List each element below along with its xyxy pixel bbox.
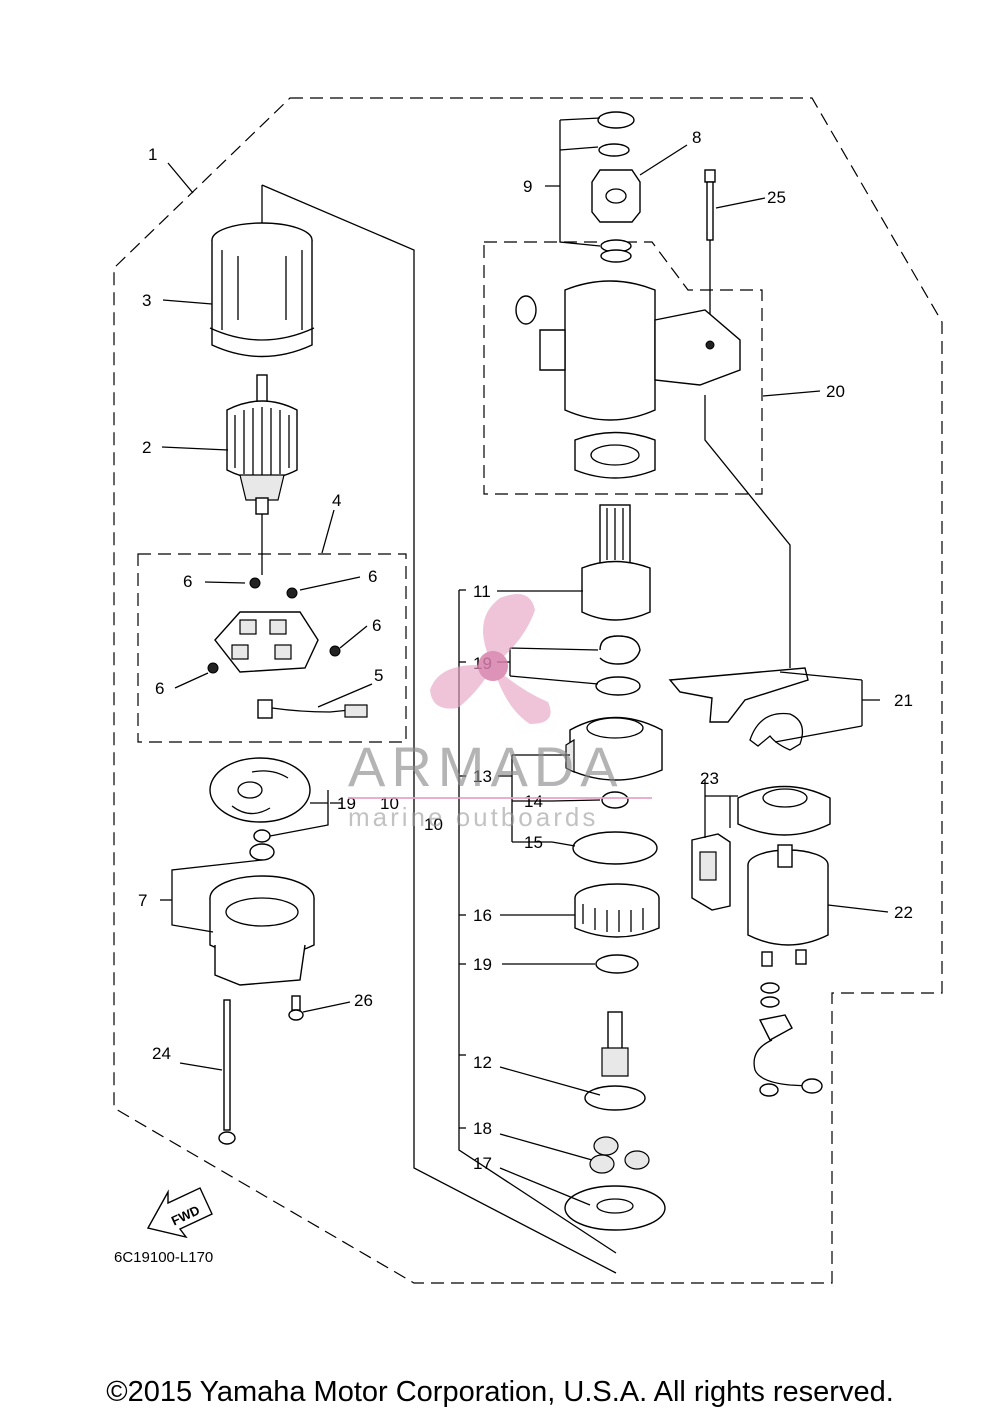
solenoid-part [747, 844, 829, 967]
callout-7: 7 [138, 891, 147, 910]
callout-21: 21 [894, 691, 913, 710]
screw-part [288, 995, 304, 1021]
callout-19: 19 [473, 955, 492, 974]
callout-14: 14 [524, 792, 543, 811]
callout-23: 23 [700, 769, 719, 788]
planet-carrier-shaft-part [584, 1011, 646, 1111]
bearing-part [601, 791, 629, 809]
watermark-brand: ARMADA [348, 735, 624, 798]
rear-cover-part [209, 875, 315, 986]
callout-13: 13 [473, 767, 492, 786]
propeller-logo [430, 594, 551, 724]
brush-holder-group-box [137, 553, 407, 743]
divider-line [458, 590, 617, 1254]
callout-6: 6 [183, 572, 192, 591]
yoke-part [209, 222, 315, 358]
copyright-notice: ©2015 Yamaha Motor Corporation, U.S.A. A… [106, 1376, 894, 1408]
shim-ring-part [572, 831, 658, 865]
pinion-part [591, 111, 641, 263]
callout-6: 6 [155, 679, 164, 698]
callout-1: 1 [148, 145, 157, 164]
brake-plate-part [209, 757, 311, 861]
callout-2: 2 [142, 438, 151, 457]
brush-lead-part [257, 699, 368, 719]
wire-lead-part [753, 982, 823, 1097]
clutch-housing-group-box [483, 241, 763, 495]
callout-15: 15 [524, 833, 543, 852]
callout-26: 26 [354, 991, 373, 1010]
armature-part [226, 374, 298, 515]
callout-12: 12 [473, 1053, 492, 1072]
shift-lever-part [668, 667, 809, 751]
callout-4: 4 [332, 491, 341, 510]
callout-9: 9 [523, 177, 532, 196]
front-housing-part [515, 280, 741, 479]
callout-5: 5 [374, 666, 383, 685]
armada-watermark: ARMADA marine outboards [348, 594, 652, 832]
internal-gear-part [565, 716, 663, 781]
callout-16: 16 [473, 906, 492, 925]
ring-gear-part [574, 883, 660, 938]
brush-holder-part [207, 577, 341, 674]
callout-25: 25 [767, 188, 786, 207]
callout-22: 22 [894, 903, 913, 922]
pinion-plate-part [564, 1185, 666, 1231]
callout-18: 18 [473, 1119, 492, 1138]
watermark-tagline: marine outboards [348, 802, 598, 832]
planet-gears-part [589, 1136, 650, 1174]
callout-11: 11 [473, 582, 491, 601]
fwd-arrow: FWD [146, 1187, 213, 1239]
callout-17: 17 [473, 1154, 492, 1173]
callout-20: 20 [826, 382, 845, 401]
washer-part [595, 954, 639, 974]
drive-shaft-part [581, 504, 651, 621]
callout-10: 10 [424, 815, 443, 834]
callout-6: 6 [372, 616, 381, 635]
solenoid-bracket-part [691, 833, 731, 911]
divider-line [261, 184, 617, 1274]
callout-24: 24 [152, 1044, 171, 1063]
callout-6: 6 [368, 567, 377, 586]
through-bolt-part [218, 999, 236, 1145]
diagram-code: 6C19100-L170 [114, 1249, 213, 1266]
circlip-part [595, 635, 641, 696]
callout-8: 8 [692, 128, 701, 147]
solenoid-plate-part [737, 785, 831, 836]
assembly-boundary [113, 97, 943, 1284]
callout-3: 3 [142, 291, 151, 310]
